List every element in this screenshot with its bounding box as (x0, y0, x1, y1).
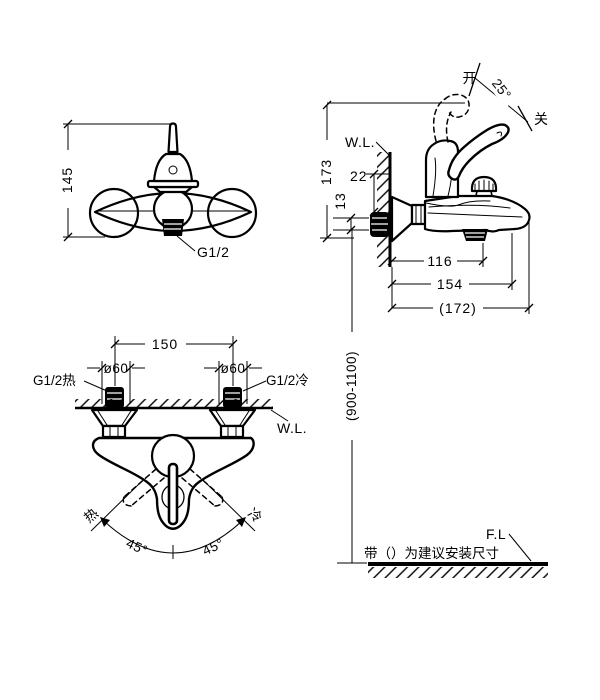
dim-173: 173 (318, 100, 465, 243)
escutcheon-side (390, 195, 414, 243)
arc-arrow-right (236, 517, 246, 527)
dim-22-label: 22 (350, 168, 368, 184)
dim-150-label: 150 (152, 336, 178, 352)
front-faucet-body: G1/2 (88, 122, 258, 260)
top-faucet-body (91, 433, 255, 530)
close-label: 关 (534, 111, 549, 127)
handle-stem (167, 122, 179, 154)
wall-line-label-side: W.L. (345, 134, 375, 150)
dim-172-label: (172) (439, 300, 477, 316)
right-connection-circle (206, 187, 258, 239)
cartridge-housing (424, 139, 460, 199)
dim-dia60-hot: ø60 (87, 361, 145, 404)
dim-150: 150 (110, 336, 238, 386)
lever-handle-closed (447, 123, 510, 181)
wall-hatching (377, 152, 389, 267)
dim-116-154-172: 116 154 (172) (387, 222, 534, 316)
dim-154-label: 154 (437, 276, 463, 292)
front-view: 145 G1/2 (59, 119, 258, 260)
dim-13-label: 13 (332, 192, 348, 210)
outlet-nut (162, 219, 184, 236)
angle-45-right-label: 45° (200, 535, 226, 558)
note-text: 带（）为建议安装尺寸 (364, 546, 499, 561)
dim-22: 22 (350, 168, 389, 217)
outlet-thread-label: G1/2 (197, 244, 229, 260)
angle-45-left-label: 45° (124, 535, 150, 558)
lever-handle-open-dashed (433, 98, 446, 142)
open-label: 开 (463, 70, 478, 86)
dim-116-label: 116 (427, 253, 452, 269)
cold-inlet-label: G1/2冷 (266, 373, 309, 388)
hex-nut-side (410, 203, 427, 226)
dim-13: 13 (332, 192, 369, 235)
wall-line-label-top: W.L. (277, 420, 307, 436)
side-faucet-body (390, 93, 531, 243)
mount-height-label: (900-1100) (344, 351, 359, 421)
upper-cone (152, 152, 194, 183)
hot-direction-label: 热 (81, 505, 101, 525)
installation-dimension: (900-1100) F.L 带（）为建议安装尺寸 (337, 230, 548, 578)
handle-rod-top (167, 462, 179, 526)
dim-dia60-cold: ø60 (204, 361, 262, 404)
top-view: 150 ø60 ø60 G1/2热 G1/2冷 W.L. (33, 336, 309, 559)
aerator (462, 229, 488, 241)
left-connection-circle (88, 187, 140, 239)
hot-inlet-label: G1/2热 (33, 373, 76, 388)
spout-body (423, 194, 531, 233)
arc-arrow-left (100, 517, 110, 527)
dia60-hot-label: ø60 (104, 361, 129, 376)
cold-direction-label: 冷 (245, 505, 265, 525)
angle-annotation: 开 25° 关 (463, 62, 549, 132)
dim-145: 145 (59, 119, 170, 242)
dia60-cold-label: ø60 (221, 361, 246, 376)
side-view: 173 W.L. 22 13 (318, 62, 549, 316)
screw-hole (168, 165, 178, 175)
body-lens (93, 191, 253, 233)
floor-hatching (368, 567, 548, 578)
floor-line-label: F.L (486, 526, 506, 542)
dim-145-label: 145 (59, 167, 75, 193)
dim-173-label: 173 (318, 159, 334, 185)
escutcheons-top (90, 408, 257, 439)
wall-hatching-top (75, 399, 273, 408)
